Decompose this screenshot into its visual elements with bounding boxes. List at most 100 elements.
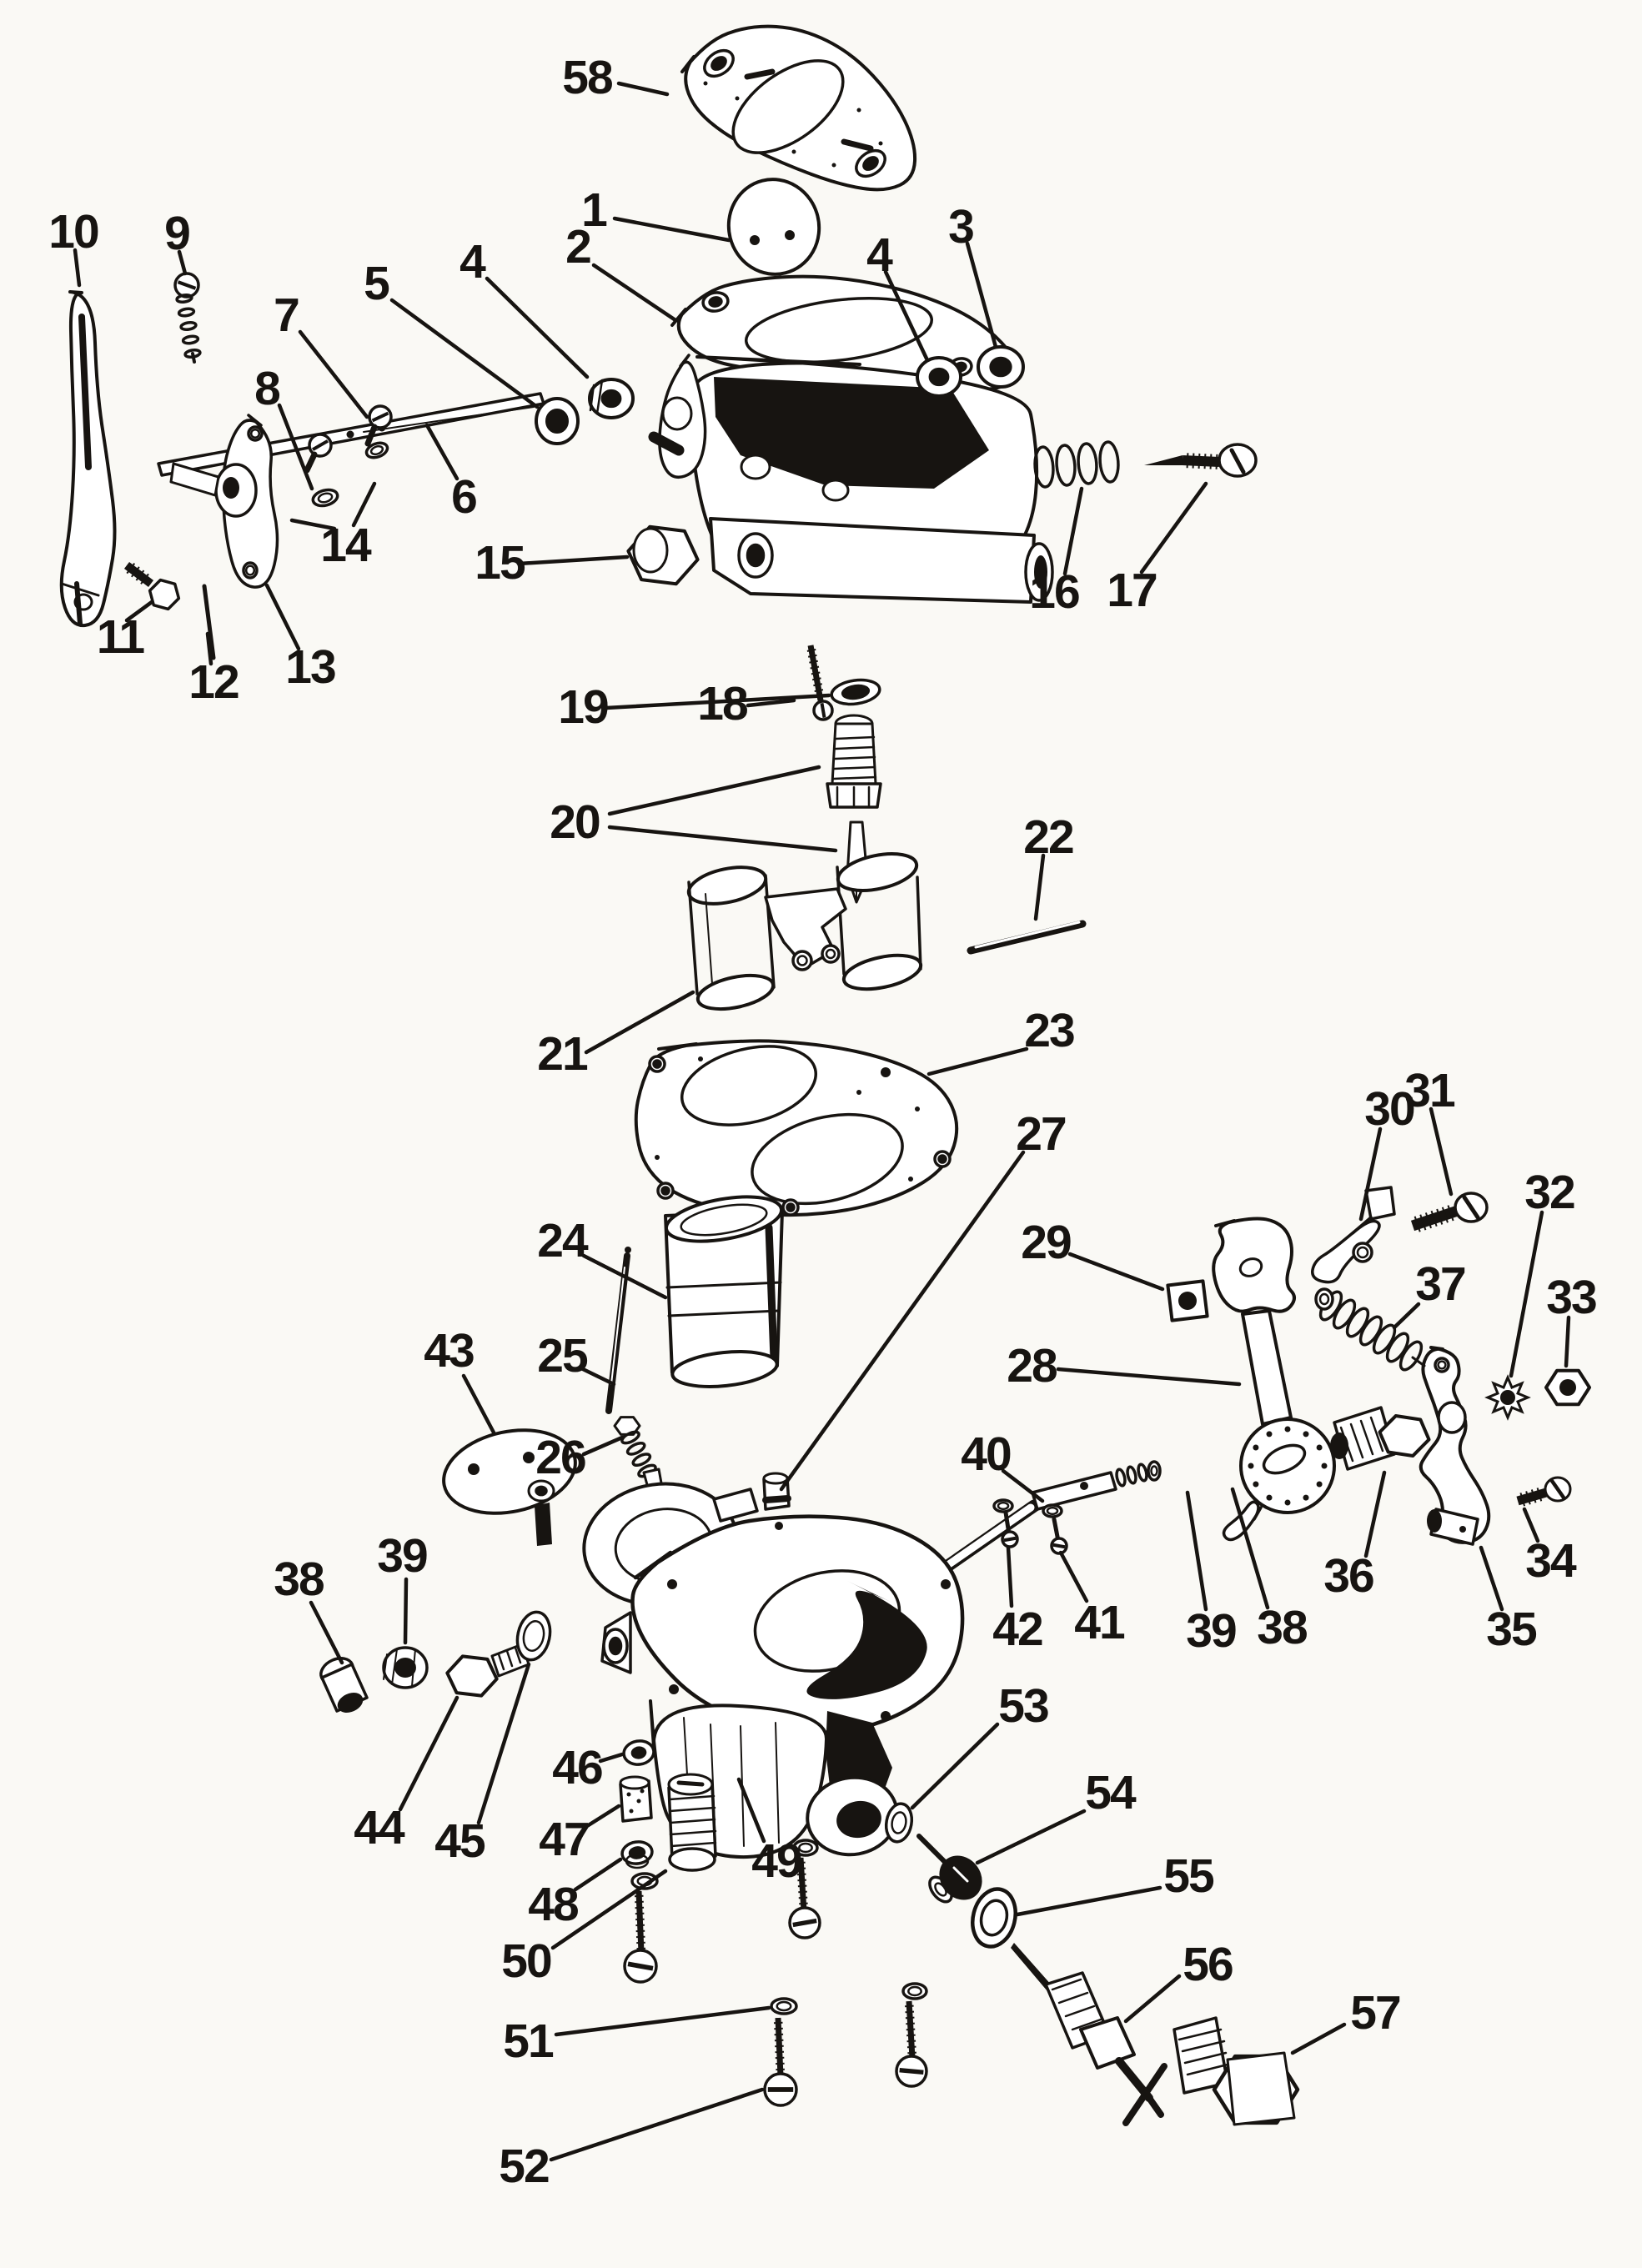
- leader-line: [485, 276, 590, 379]
- part-venturi-24: [664, 1195, 784, 1388]
- callout-43: 43: [424, 1324, 496, 1435]
- leader-line: [1522, 1507, 1540, 1543]
- part-float-needle-valve-54: [916, 1834, 982, 1904]
- callout-6: 6: [424, 423, 478, 524]
- leader-line: [1033, 853, 1046, 921]
- callout-34: 34: [1522, 1507, 1579, 1588]
- part-number-label: 4: [866, 228, 893, 282]
- part-clamp-bolt-11: [123, 562, 181, 611]
- part-drain-plug-44: [445, 1643, 530, 1698]
- callout-4: 4: [459, 235, 590, 379]
- leader-line: [584, 990, 695, 1055]
- leader-line: [581, 1435, 625, 1457]
- leader-line: [298, 329, 369, 419]
- callout-25: 25: [537, 1329, 616, 1387]
- callout-12: 12: [188, 631, 240, 709]
- callout-9: 9: [164, 207, 191, 276]
- part-washer-46: [622, 1739, 655, 1766]
- part-number-label: 50: [501, 1934, 551, 1988]
- leader-line: [616, 81, 670, 97]
- part-number-label: 7: [274, 289, 299, 342]
- leader-line: [264, 583, 301, 651]
- part-number-label: 15: [475, 536, 525, 590]
- leader-line: [289, 518, 337, 531]
- part-screw-washer-41: [1042, 1503, 1068, 1555]
- callout-37: 37: [1392, 1257, 1467, 1330]
- callout-14: 14: [289, 481, 377, 572]
- part-number-label: 39: [1186, 1604, 1236, 1658]
- part-throttle-lever-10: [59, 290, 117, 628]
- leader-line: [612, 216, 731, 243]
- part-spring-16: [1033, 440, 1120, 489]
- part-choke-plate-disc-1: [726, 178, 821, 276]
- callout-56: 56: [1123, 1938, 1234, 2024]
- leader-line: [975, 1809, 1087, 1865]
- part-packing-nut-3: [977, 345, 1025, 389]
- leader-line: [424, 423, 459, 481]
- part-number-label: 35: [1486, 1603, 1537, 1656]
- part-number-label: 28: [1007, 1339, 1057, 1392]
- part-number-label: 5: [364, 257, 389, 310]
- callout-44: 44: [354, 1695, 459, 1854]
- part-number-label: 31: [1404, 1064, 1455, 1117]
- callout-55: 55: [1015, 1849, 1216, 1917]
- part-number-label: 55: [1163, 1849, 1214, 1903]
- callout-41: 41: [1058, 1550, 1127, 1649]
- leader-line: [1067, 1252, 1165, 1292]
- part-number-label: 38: [274, 1553, 324, 1606]
- part-number-label: 25: [537, 1329, 588, 1382]
- leader-line: [581, 1253, 668, 1300]
- part-bushing-nut-36: [1330, 1406, 1431, 1471]
- callout-58: 58: [562, 51, 670, 104]
- part-needle-screw-17: [1144, 443, 1258, 478]
- callout-45: 45: [434, 1662, 531, 1868]
- leader-line: [550, 1869, 668, 1950]
- callout-39: 39: [1185, 1490, 1238, 1658]
- leader-line: [205, 631, 213, 666]
- part-float-valve-seat-and-needle-20: [826, 714, 882, 904]
- part-number-label: 26: [535, 1431, 585, 1484]
- callout-57: 57: [1290, 1986, 1402, 2055]
- callout-40: 40: [961, 1428, 1045, 1503]
- part-throttle-stop-lever-28: [1212, 1217, 1336, 1542]
- leader-line: [516, 554, 630, 566]
- part-number-label: 47: [539, 1813, 589, 1866]
- callout-17: 17: [1107, 481, 1208, 617]
- part-number-label: 13: [285, 640, 335, 694]
- callout-35: 35: [1479, 1545, 1539, 1656]
- leader-line: [1290, 2022, 1347, 2055]
- leader-line: [398, 1695, 459, 1812]
- part-lever-screw-34: [1516, 1476, 1572, 1507]
- callout-38: 38: [274, 1553, 344, 1665]
- callout-47: 47: [539, 1804, 621, 1866]
- part-shaft-nut-4-right: [916, 356, 962, 398]
- callout-20: 20: [550, 765, 838, 853]
- part-number-label: 21: [537, 1027, 588, 1081]
- callout-42: 42: [992, 1545, 1044, 1656]
- leader-line: [736, 1777, 766, 1844]
- part-float-21: [686, 852, 923, 1011]
- part-throttle-shaft-6: [157, 392, 545, 477]
- callout-46: 46: [552, 1741, 625, 1794]
- part-number-label: 49: [751, 1834, 801, 1888]
- callout-16: 16: [1029, 486, 1084, 619]
- part-number-label: 54: [1085, 1766, 1137, 1819]
- leader-line: [607, 765, 821, 816]
- leader-line: [309, 1600, 344, 1665]
- part-bowl-ring-gasket-55: [971, 1887, 1017, 1949]
- part-choke-disc-43: [442, 1428, 577, 1546]
- leader-line: [1185, 1490, 1208, 1612]
- leader-line: [1006, 1545, 1014, 1608]
- leader-line: [461, 1373, 496, 1435]
- leader-line: [1392, 1302, 1421, 1330]
- part-fuel-inlet-plug-15: [626, 524, 700, 586]
- leader-line: [607, 825, 838, 853]
- part-number-label: 32: [1524, 1166, 1574, 1219]
- part-screw-washer-42: [992, 1498, 1019, 1548]
- leader-line: [1015, 1885, 1162, 1917]
- part-number-label: 3: [948, 200, 973, 253]
- leader-line: [1363, 1470, 1387, 1558]
